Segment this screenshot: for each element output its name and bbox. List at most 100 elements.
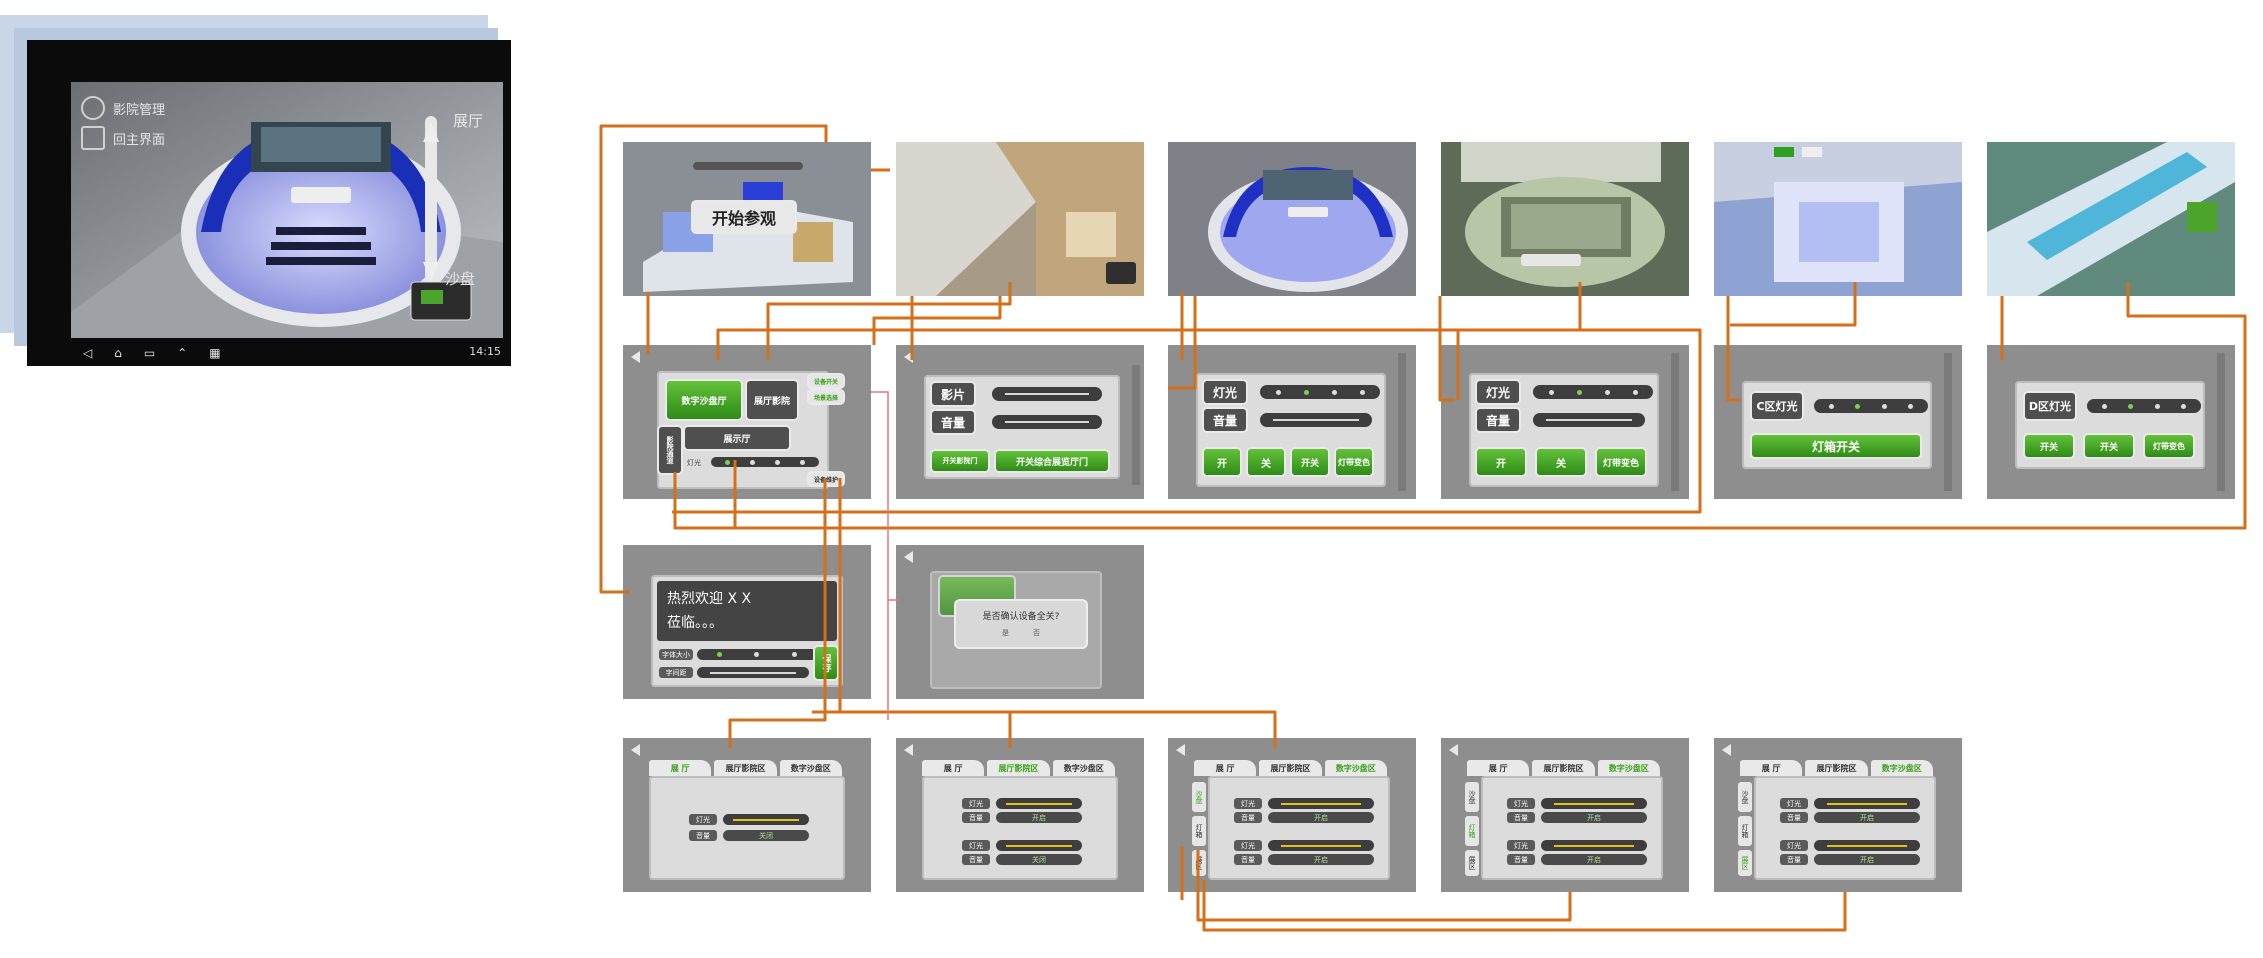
tab-sandtable[interactable]: 数字沙盘区 <box>779 760 842 776</box>
zone-d-switch-b[interactable]: 开关 <box>2085 435 2133 457</box>
confirm-yes-button[interactable]: 是 <box>1002 629 1009 637</box>
connector-line <box>766 282 1012 360</box>
tab-cinema[interactable]: 展厅影院区 <box>1259 760 1322 776</box>
tab-sandtable[interactable]: 数字沙盘区 <box>1870 760 1933 776</box>
back-icon[interactable]: ◁ <box>83 346 93 360</box>
back-arrow-icon[interactable] <box>1722 744 1731 756</box>
font-size-options[interactable] <box>697 649 817 660</box>
side-lightbox[interactable]: 灯箱 <box>1738 816 1752 846</box>
back-arrow-icon[interactable] <box>904 744 913 756</box>
back-arrow-icon[interactable] <box>631 351 640 363</box>
grid-icon[interactable]: ▦ <box>209 346 221 360</box>
tab-hall[interactable]: 展 厅 <box>1194 760 1257 776</box>
main-light-toggle[interactable] <box>711 457 819 467</box>
volume-slider[interactable] <box>992 415 1102 429</box>
side-sandtable[interactable]: 沙盘 <box>1465 782 1479 812</box>
cinema-on-button[interactable]: 开 <box>1204 449 1240 475</box>
maint-light-bar[interactable] <box>723 814 809 825</box>
menu-icon[interactable]: ⌃ <box>177 346 188 360</box>
cinema-light-toggle[interactable] <box>1260 385 1380 399</box>
zone-d-switch-a[interactable]: 开关 <box>2025 435 2073 457</box>
sandtable-volume-slider[interactable] <box>1533 413 1645 427</box>
exhibit-door-button[interactable]: 开关综合展览厅门 <box>996 451 1108 471</box>
maint-light-bar[interactable] <box>996 798 1082 809</box>
start-tour-button[interactable]: 开始参观 <box>693 202 795 232</box>
spacing-slider[interactable] <box>697 667 809 678</box>
hero-nav-up[interactable]: 展厅 <box>453 112 484 130</box>
sandtable-hall-button[interactable]: 数字沙盘厅 <box>667 381 741 419</box>
maint-tabs: 展 厅 展厅影院区 数字沙盘区 <box>649 760 845 776</box>
back-arrow-icon[interactable] <box>1449 744 1458 756</box>
tab-cinema[interactable]: 展厅影院区 <box>987 760 1050 776</box>
maint-light-label: 灯光 <box>962 840 990 851</box>
home-icon[interactable]: ⌂ <box>114 346 122 360</box>
screen-sandtable[interactable] <box>1441 142 1689 296</box>
cinema-volume-slider[interactable] <box>1260 413 1372 427</box>
cinema-switch-button[interactable]: 开关 <box>1292 449 1328 475</box>
hero-menu-label: 影院管理 <box>113 102 166 118</box>
side-scene-select[interactable]: 场景选择 <box>809 391 843 403</box>
scrollbar[interactable] <box>2217 353 2225 491</box>
side-device-switch[interactable]: 设备开关 <box>809 375 843 387</box>
maint-light-bar[interactable] <box>1541 840 1647 851</box>
tab-sandtable[interactable]: 数字沙盘区 <box>1052 760 1115 776</box>
tab-sandtable[interactable]: 数字沙盘区 <box>1324 760 1387 776</box>
hero-menu-item-home[interactable]: 回主界面 <box>81 126 165 150</box>
side-exhibit[interactable]: 展区 <box>1465 850 1479 876</box>
scrollbar[interactable] <box>1944 353 1952 491</box>
cinema-corridor-button[interactable]: 影院通道 <box>659 427 681 473</box>
hall-cinema-button[interactable]: 展厅影院 <box>747 381 797 419</box>
maint-light-bar[interactable] <box>1268 798 1374 809</box>
screen-overview[interactable]: 开始参观 <box>623 142 871 296</box>
screen-corridor[interactable] <box>896 142 1144 296</box>
exhibition-hall-button[interactable]: 展示厅 <box>685 427 789 449</box>
side-lightbox[interactable]: 灯箱 <box>1192 816 1206 846</box>
welcome-message-box[interactable]: 热烈欢迎 X X 莅临。。。 <box>657 581 837 641</box>
screen-exhibit-d[interactable] <box>1987 142 2235 296</box>
tab-sandtable[interactable]: 数字沙盘区 <box>1597 760 1660 776</box>
side-sandtable[interactable]: 沙盘 <box>1192 782 1206 812</box>
scrollbar[interactable] <box>1398 353 1406 491</box>
maint-light-bar[interactable] <box>1268 840 1374 851</box>
hero-nav-down[interactable]: 沙盘 <box>445 270 476 288</box>
film-progress[interactable] <box>992 387 1102 401</box>
side-sandtable[interactable]: 沙盘 <box>1738 782 1752 812</box>
maint-volume-label: 音量 <box>1780 812 1808 823</box>
confirm-no-button[interactable]: 否 <box>1033 629 1040 637</box>
scrollbar[interactable] <box>1671 353 1679 491</box>
maint-light-bar[interactable] <box>1814 798 1920 809</box>
tab-cinema[interactable]: 展厅影院区 <box>1805 760 1868 776</box>
tab-hall[interactable]: 展 厅 <box>1740 760 1803 776</box>
zone-c-light-toggle[interactable] <box>1814 399 1928 413</box>
cinema-off-button[interactable]: 关 <box>1248 449 1284 475</box>
tab-hall[interactable]: 展 厅 <box>1467 760 1530 776</box>
maint-light-bar[interactable] <box>1541 798 1647 809</box>
tab-hall[interactable]: 展 厅 <box>649 760 712 776</box>
recent-apps-icon[interactable]: ▭ <box>143 346 156 360</box>
tab-cinema[interactable]: 展厅影院区 <box>1532 760 1595 776</box>
sandtable-off-button[interactable]: 关 <box>1537 449 1585 475</box>
zone-d-ledstrip[interactable]: 灯带变色 <box>2145 435 2193 457</box>
back-arrow-icon[interactable] <box>1176 744 1185 756</box>
back-arrow-icon[interactable] <box>631 744 640 756</box>
tab-hall[interactable]: 展 厅 <box>922 760 985 776</box>
hero-menu-item-cinema[interactable]: 影院管理 <box>81 96 165 120</box>
zone-d-light-toggle[interactable] <box>2087 399 2201 413</box>
back-arrow-icon[interactable] <box>904 351 913 363</box>
back-arrow-icon[interactable] <box>904 551 913 563</box>
lightbox-switch-button[interactable]: 灯箱开关 <box>1752 435 1920 457</box>
screen-exhibit-c[interactable] <box>1714 142 1962 296</box>
side-exhibit[interactable]: 展区 <box>1738 850 1752 876</box>
scrollbar[interactable] <box>1132 365 1140 485</box>
cinema-ledstrip-button[interactable]: 灯带变色 <box>1336 449 1372 475</box>
side-lightbox[interactable]: 灯箱 <box>1465 816 1479 846</box>
sandtable-light-toggle[interactable] <box>1533 385 1653 399</box>
maint-tabs: 展 厅 展厅影院区 数字沙盘区 <box>1194 760 1390 776</box>
sandtable-ledstrip-button[interactable]: 灯带变色 <box>1597 449 1645 475</box>
sandtable-on-button[interactable]: 开 <box>1477 449 1525 475</box>
screen-cinema[interactable] <box>1168 142 1416 296</box>
maint-light-bar[interactable] <box>1814 840 1920 851</box>
tab-cinema[interactable]: 展厅影院区 <box>714 760 777 776</box>
cinema-door-button[interactable]: 开关影院门 <box>932 451 988 471</box>
maint-light-bar[interactable] <box>996 840 1082 851</box>
